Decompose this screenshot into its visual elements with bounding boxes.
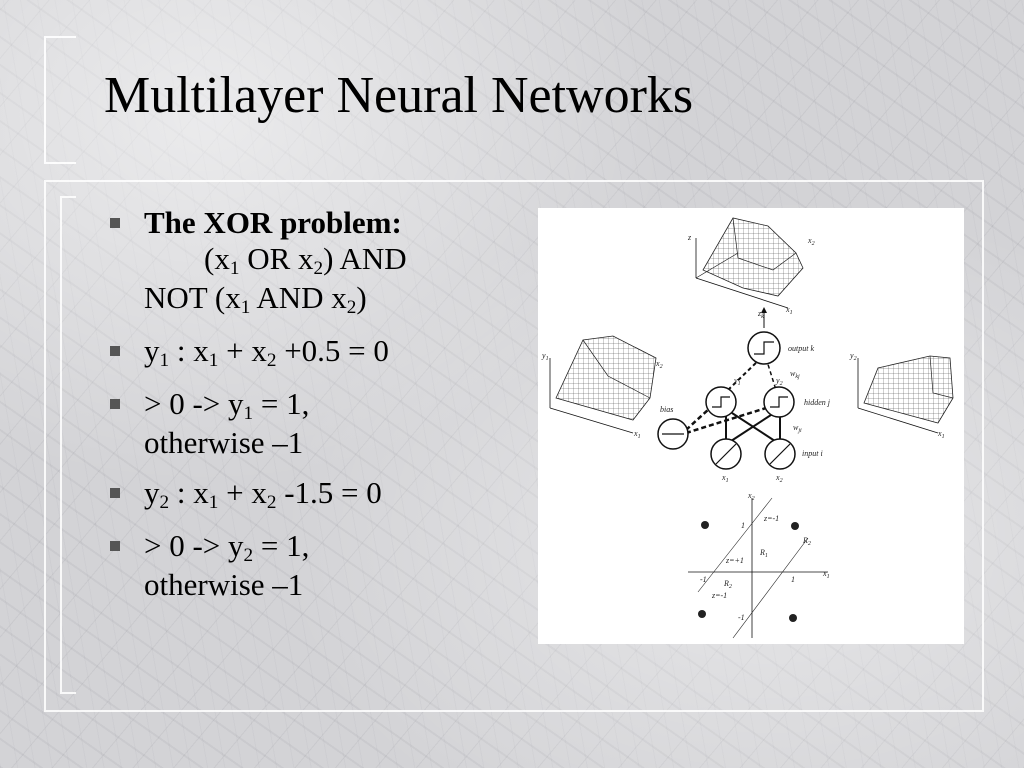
surface-y2-label: y2 bbox=[849, 351, 857, 362]
xor-network-figure: z x2 x1 y1 x1 x2 y2 x1 bbox=[538, 208, 964, 644]
body-decoration bbox=[60, 196, 76, 694]
surface-z-label: z bbox=[687, 233, 692, 242]
region-R2-top-label: R2 bbox=[802, 536, 811, 547]
xor-line-3: NOT (x1 AND x2) bbox=[144, 280, 367, 318]
zk-label: zk bbox=[757, 309, 764, 320]
xor-point-top-right bbox=[791, 522, 799, 530]
surface-x1-label: x1 bbox=[785, 305, 793, 316]
surface-y1-x2-label: x2 bbox=[655, 359, 663, 370]
decision-region-plot: x2 x1 z=-1 z=+1 z=-1 R1 R2 R2 1 -1 1 -1 bbox=[688, 491, 830, 639]
tick-y-1: 1 bbox=[741, 521, 745, 530]
body-frame bbox=[44, 180, 984, 712]
input-x1-label: x1 bbox=[721, 473, 729, 484]
bullet-icon bbox=[110, 488, 120, 499]
surface-y1-label: y1 bbox=[541, 351, 549, 362]
bullet-icon bbox=[110, 541, 120, 552]
hidden-y2-label: y2 bbox=[775, 376, 783, 387]
xor-point-bottom-right bbox=[789, 614, 797, 622]
xor-heading: The XOR problem: bbox=[144, 205, 402, 240]
wkj-label: wkj bbox=[790, 369, 800, 380]
region-x2-label: x2 bbox=[747, 491, 755, 502]
tick-x-1: 1 bbox=[791, 575, 795, 584]
figure-svg: z x2 x1 y1 x1 x2 y2 x1 bbox=[541, 217, 954, 639]
network-nodes bbox=[657, 331, 796, 470]
bias-label: bias bbox=[660, 405, 673, 414]
surface-plot-z: z x2 x1 bbox=[687, 217, 815, 316]
bullet-y1-equation: y1 : x1 + x2 +0.5 = 0 bbox=[106, 333, 486, 372]
input-x2-label: x2 bbox=[775, 473, 783, 484]
bullet-icon bbox=[110, 218, 120, 228]
region-z-plus1-label: z=+1 bbox=[725, 556, 744, 565]
slide-title: Multilayer Neural Networks bbox=[104, 67, 694, 124]
region-x1-label: x1 bbox=[822, 569, 830, 580]
region-z-bottom-label: z=-1 bbox=[711, 591, 727, 600]
bullet-xor: The XOR problem: (x1 OR x2) AND NOT (x1 … bbox=[106, 205, 486, 319]
surface-plot-y1: y1 x1 x2 bbox=[541, 335, 663, 440]
bullet-y2-rule: > 0 -> y2 = 1, otherwise –1 bbox=[106, 528, 486, 603]
bullet-icon bbox=[110, 346, 120, 357]
output-layer-label: output k bbox=[788, 344, 814, 353]
title-decoration bbox=[44, 36, 76, 164]
tick-y-minus1: -1 bbox=[738, 613, 745, 622]
surface-plot-y2: y2 x1 bbox=[849, 351, 954, 440]
hidden-y1-label: y1 bbox=[733, 376, 741, 387]
xor-point-bottom-left bbox=[698, 610, 706, 618]
bullet-y1-rule: > 0 -> y1 = 1, otherwise –1 bbox=[106, 386, 486, 461]
hidden-layer-label: hidden j bbox=[804, 398, 831, 407]
input-layer-label: input i bbox=[802, 449, 823, 458]
bullet-icon bbox=[110, 399, 120, 410]
region-R1-label: R1 bbox=[759, 548, 768, 559]
region-R2-bottom-label: R2 bbox=[723, 579, 732, 590]
xor-point-top-left bbox=[701, 521, 709, 529]
tick-x-minus1: -1 bbox=[700, 575, 707, 584]
bullet-y2-equation: y2 : x1 + x2 -1.5 = 0 bbox=[106, 475, 486, 514]
surface-y1-x1-label: x1 bbox=[633, 429, 641, 440]
region-z-top-label: z=-1 bbox=[763, 514, 779, 523]
surface-x2-label: x2 bbox=[807, 236, 815, 247]
wji-label: wji bbox=[793, 423, 802, 434]
network-edges bbox=[685, 307, 781, 444]
surface-y2-x1-label: x1 bbox=[937, 429, 945, 440]
xor-line-2: (x1 OR x2) AND bbox=[204, 240, 407, 279]
bullet-list: The XOR problem: (x1 OR x2) AND NOT (x1 … bbox=[106, 205, 486, 617]
